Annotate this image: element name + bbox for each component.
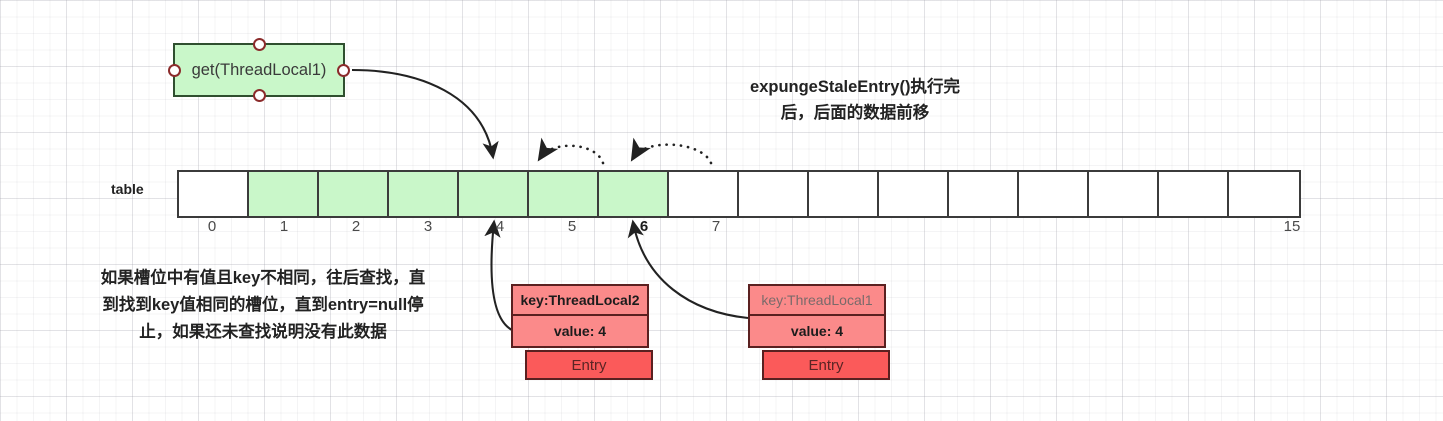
table-cell-5[interactable] xyxy=(529,172,599,216)
table-row xyxy=(177,170,1301,218)
table-index-label-6: 6 xyxy=(639,218,649,235)
table-index-label-7: 7 xyxy=(711,218,721,235)
entry-value: value: 4 xyxy=(748,316,886,348)
table-index-label-0: 0 xyxy=(207,218,217,235)
connector-right-icon[interactable] xyxy=(337,63,350,77)
dotted-arrow-shift-7-to-6 xyxy=(630,137,713,165)
table-cell-3[interactable] xyxy=(389,172,459,216)
table-cell-9[interactable] xyxy=(809,172,879,216)
note-line: 到找到key值相同的槽位，直到entry=null停 xyxy=(102,296,424,314)
get-box-label: get(ThreadLocal1) xyxy=(191,60,327,79)
connector-left-icon[interactable] xyxy=(168,63,181,77)
get-threadlocal-box[interactable]: get(ThreadLocal1) xyxy=(168,38,350,102)
table-cell-10[interactable] xyxy=(879,172,949,216)
note-line: expungeStaleEntry()执行完 xyxy=(750,78,960,96)
table-cell-7[interactable] xyxy=(669,172,739,216)
note-line: 止，如果还未查找说明没有此数据 xyxy=(139,323,387,341)
note-line: 如果槽位中有值且key不相同，往后查找，直 xyxy=(100,269,426,287)
table-index-label-4: 4 xyxy=(495,218,505,235)
table-index-label-3: 3 xyxy=(423,218,433,235)
table-index-label-5: 5 xyxy=(567,218,577,235)
entry-footer: Entry xyxy=(525,350,653,380)
table-cell-6[interactable] xyxy=(599,172,669,216)
arrow-get-to-slot4 xyxy=(351,68,499,160)
arrow-entry2-to-slot4 xyxy=(484,219,513,331)
table-cell-0[interactable] xyxy=(179,172,249,216)
note-line: 后，后面的数据前移 xyxy=(780,104,930,122)
table-cell-13[interactable] xyxy=(1089,172,1159,216)
entry-value: value: 4 xyxy=(511,316,649,348)
entry-key: key:ThreadLocal2 xyxy=(511,284,649,316)
table-cell-15[interactable] xyxy=(1229,172,1299,216)
arrow-entry1-to-slot6 xyxy=(627,219,749,320)
table-cell-12[interactable] xyxy=(1019,172,1089,216)
entry-box-threadlocal1[interactable]: key:ThreadLocal1 value: 4 Entry xyxy=(748,284,890,380)
table-label: table xyxy=(111,181,144,197)
table-index-label-15: 15 xyxy=(1283,218,1301,235)
table-cell-2[interactable] xyxy=(319,172,389,216)
table-cell-11[interactable] xyxy=(949,172,1019,216)
table-cell-4[interactable] xyxy=(459,172,529,216)
table-index-label-2: 2 xyxy=(351,218,361,235)
connector-top-icon[interactable] xyxy=(252,38,266,51)
entry-box-threadlocal2[interactable]: key:ThreadLocal2 value: 4 Entry xyxy=(511,284,653,380)
table-cell-14[interactable] xyxy=(1159,172,1229,216)
table-index-label-1: 1 xyxy=(279,218,289,235)
entry-footer: Entry xyxy=(762,350,890,380)
entry-key: key:ThreadLocal1 xyxy=(748,284,886,316)
lookup-rule-note: 如果槽位中有值且key不相同，往后查找，直 到找到key值相同的槽位，直到ent… xyxy=(48,265,478,346)
table-cell-8[interactable] xyxy=(739,172,809,216)
dotted-arrow-shift-6-to-5 xyxy=(537,137,605,165)
table-cell-1[interactable] xyxy=(249,172,319,216)
connector-bottom-icon[interactable] xyxy=(252,89,266,102)
expunge-stale-entry-note: expungeStaleEntry()执行完 后，后面的数据前移 xyxy=(700,74,1010,126)
